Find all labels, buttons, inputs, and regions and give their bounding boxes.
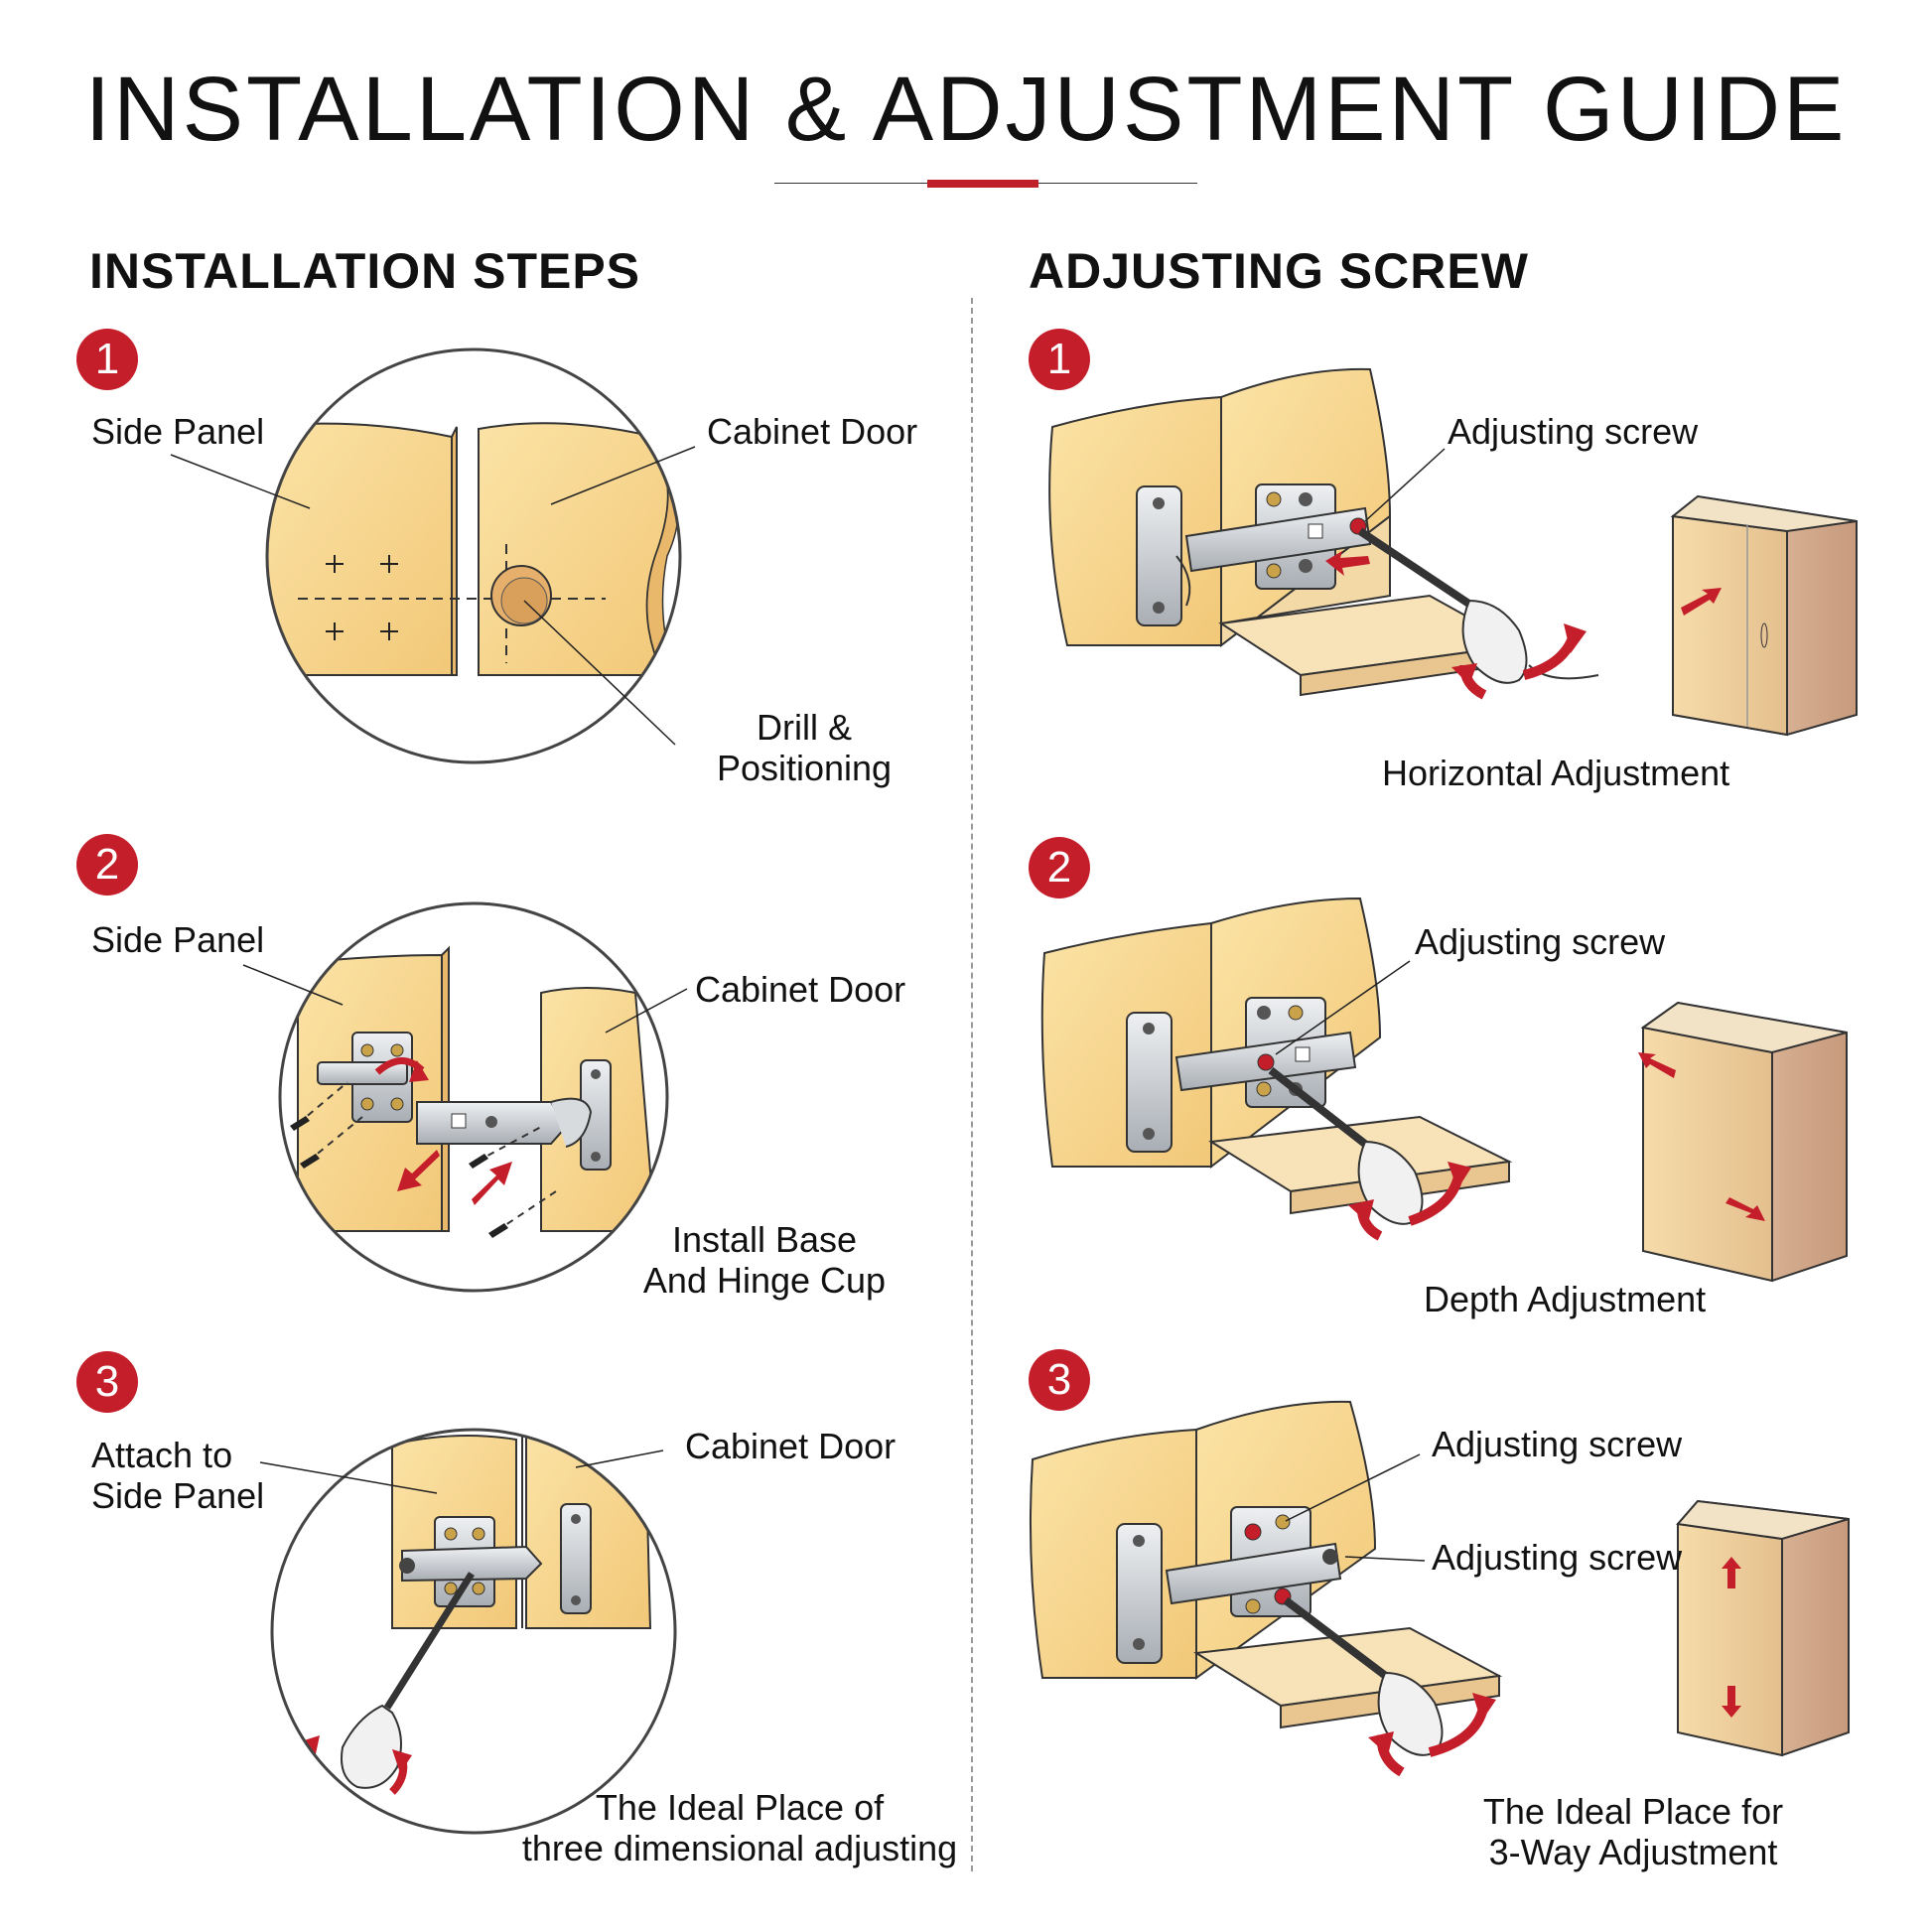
install-step1-illustration <box>170 347 696 764</box>
adjusting-screw-heading: ADJUSTING SCREW <box>1029 243 1529 299</box>
install-step1-cabinet-door-label: Cabinet Door <box>707 411 918 452</box>
install-step1-caption: Drill & Positioning <box>695 707 913 789</box>
install-step3-caption-line2: three dimensional adjusting <box>521 1828 958 1869</box>
install-step1-caption-line1: Drill & <box>757 707 852 748</box>
title-accent-bar <box>927 180 1038 188</box>
adjust-step3-illustration <box>1029 1400 1850 1777</box>
install-step2-caption-line1: Install Base <box>671 1219 858 1260</box>
install-step3-illustration <box>259 1428 677 1835</box>
install-step1-side-panel-label: Side Panel <box>91 411 265 452</box>
adjust-step1-illustration <box>1048 367 1858 737</box>
install-step1-badge: 1 <box>76 329 138 390</box>
install-step2-illustration <box>242 901 688 1293</box>
install-step3-caption-line1: The Ideal Place of <box>595 1787 885 1828</box>
install-step2-cabinet-door-label: Cabinet Door <box>695 969 906 1010</box>
adjust-step3-caption-line2: 3-Way Adjustment <box>1488 1832 1778 1873</box>
installation-steps-heading: INSTALLATION STEPS <box>89 243 641 299</box>
install-step3-badge: 3 <box>76 1351 138 1413</box>
adjust-step2-screw-label: Adjusting screw <box>1415 921 1666 962</box>
install-step1-caption-line2: Positioning <box>716 748 893 789</box>
install-step2-caption-line2: And Hinge Cup <box>642 1260 887 1302</box>
adjust-step3-caption: The Ideal Place for 3-Way Adjustment <box>1469 1791 1797 1873</box>
adjust-step2-badge: 2 <box>1029 837 1090 898</box>
adjust-step3-caption-line1: The Ideal Place for <box>1482 1791 1784 1832</box>
adjust-step2-illustration <box>1040 897 1848 1283</box>
adjust-step3-badge: 3 <box>1029 1349 1090 1411</box>
install-step3-side-label-line2: Side Panel <box>91 1475 265 1517</box>
install-step2-caption: Install Base And Hinge Cup <box>635 1219 894 1302</box>
adjust-step1-screw-label: Adjusting screw <box>1448 411 1699 452</box>
install-step3-side-panel-label: Attach to Side Panel <box>91 1435 264 1517</box>
install-step3-caption: The Ideal Place of three dimensional adj… <box>516 1787 963 1869</box>
adjust-step1-caption: Horizontal Adjustment <box>1382 753 1730 793</box>
page-title: INSTALLATION & ADJUSTMENT GUIDE <box>84 59 1848 160</box>
adjust-step3-screw-label-a: Adjusting screw <box>1432 1424 1683 1464</box>
adjust-step3-screw-label-b: Adjusting screw <box>1432 1537 1683 1578</box>
install-step2-side-panel-label: Side Panel <box>91 919 265 960</box>
adjust-step1-badge: 1 <box>1029 329 1090 390</box>
adjust-step2-caption: Depth Adjustment <box>1424 1279 1707 1319</box>
install-step3-side-label-line1: Attach to <box>91 1435 233 1475</box>
column-divider <box>971 298 973 1871</box>
install-step2-badge: 2 <box>76 834 138 896</box>
install-step3-cabinet-door-label: Cabinet Door <box>685 1426 897 1466</box>
